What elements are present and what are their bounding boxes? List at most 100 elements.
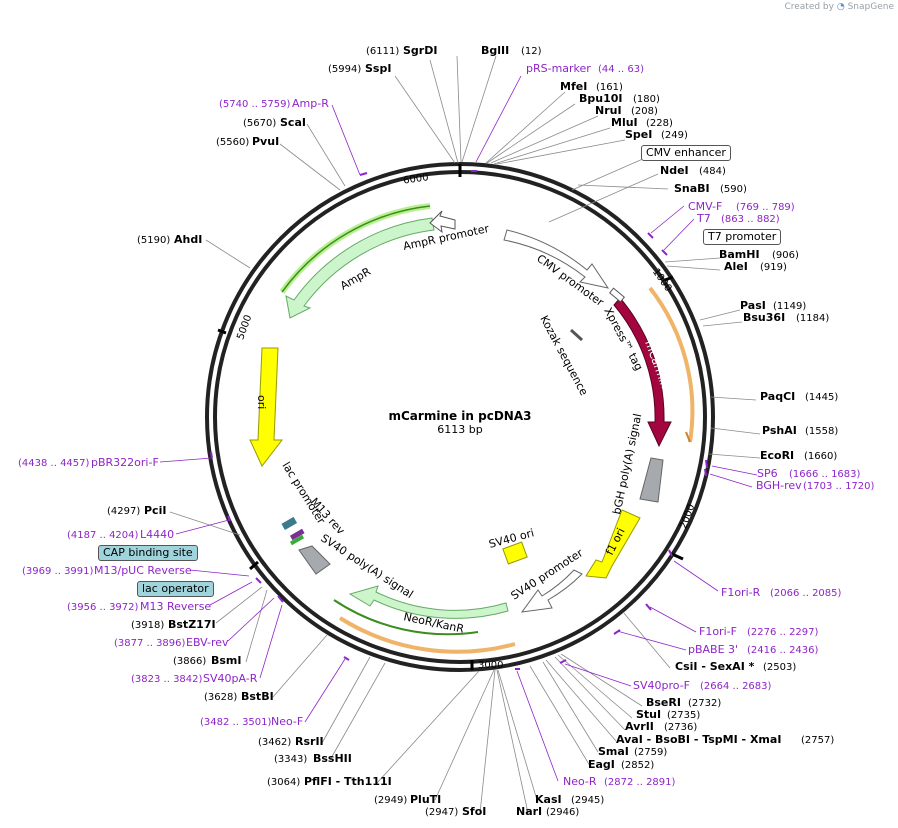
enzyme-kasi: KasI	[535, 793, 562, 806]
credit-prefix: Created by	[784, 2, 834, 12]
primer-ampr-pos: (5740 .. 5759)	[219, 99, 291, 110]
snapgene-logo-icon: ◔	[836, 2, 845, 12]
primer-f1ori-f-pos: (2276 .. 2297)	[747, 627, 819, 638]
enzyme-spei: SpeI	[625, 128, 652, 141]
primer-bgh-rev-pos: (1703 .. 1720)	[803, 481, 875, 492]
enzyme-bamhi: BamHI	[719, 248, 760, 261]
enzyme-bsmi: BsmI	[211, 654, 242, 667]
lac-operator-label: lac operator	[137, 581, 214, 597]
primer-m13-reverse-pos: (3956 .. 3972)	[67, 602, 139, 613]
primer-sv40pro-f-pos: (2664 .. 2683)	[700, 681, 772, 692]
cap-site-block	[289, 534, 305, 546]
enzyme-bsshii-pos: (3343)	[274, 754, 307, 765]
sv40-ori-block	[502, 541, 528, 565]
enzyme-ecori-pos: (1660)	[804, 451, 837, 462]
enzyme-alei: AleI	[724, 260, 748, 273]
enzyme-stui-pos: (2735)	[667, 710, 700, 721]
enzyme-pcii: PciI	[144, 504, 166, 517]
enzyme-rsrii-pos: (3462)	[258, 737, 291, 748]
f1-ori-arrow	[585, 509, 641, 579]
primer-l4440-pos: (4187 .. 4204)	[67, 530, 139, 541]
primer-f1ori-r: F1ori-R	[721, 586, 761, 599]
enzyme-ndei: NdeI	[660, 164, 689, 177]
enzyme-nari: NarI	[516, 805, 542, 818]
enzyme-pluti-pos: (2949)	[374, 795, 407, 806]
enzyme-sgrdi-pos: (6111)	[366, 46, 399, 57]
enzyme-eagi: EagI	[588, 758, 615, 771]
enzyme-bstz17i: BstZ17I	[168, 618, 216, 631]
ampr-green-line	[281, 205, 431, 293]
primer-cmv-f: CMV-F	[688, 200, 722, 213]
label-ampr: AmpR	[338, 265, 373, 293]
bgh-polya-block	[639, 457, 664, 503]
enzyme-bstbi: BstBI	[241, 690, 274, 703]
primer-ampr: Amp-R	[292, 97, 329, 110]
enzyme-ndei-pos: (484)	[699, 166, 726, 177]
primer-pbabe3-pos: (2416 .. 2436)	[747, 645, 819, 656]
tick-6000: 6000	[403, 172, 430, 186]
enzyme-snabi-pos: (590)	[720, 184, 747, 195]
enzyme-bsu36i: Bsu36I	[743, 311, 785, 324]
primer-prs-marker: pRS-marker	[526, 62, 591, 75]
neor-kanr-arrow	[348, 585, 509, 619]
primer-m13-puc-reverse-pos: (3969 .. 3991)	[22, 566, 94, 577]
enzyme-mfei-pos: (161)	[596, 82, 623, 93]
lac-operator-block	[289, 528, 305, 541]
cmv-promoter-arrow	[503, 229, 610, 289]
mcarmine-orf	[648, 286, 695, 443]
label-lacprom: lac promoter	[279, 460, 328, 527]
primer-sv40pa-r-pos: (3823 .. 3842)	[131, 674, 203, 685]
enzyme-bpu10i-pos: (180)	[633, 94, 660, 105]
xpress-tag-block	[609, 287, 625, 303]
primer-sv40pa-r: SV40pA-R	[203, 672, 258, 685]
enzyme-smai-pos: (2759)	[634, 747, 667, 758]
features	[249, 203, 695, 654]
enzyme-pvui: PvuI	[252, 135, 279, 148]
enzyme-mlui: MluI	[611, 116, 638, 129]
enzyme-alei-pos: (919)	[760, 262, 787, 273]
primer-sp6-pos: (1666 .. 1683)	[789, 469, 861, 480]
enzyme-snabi: SnaBI	[674, 182, 710, 195]
ori-arrow	[249, 347, 284, 467]
enzyme-csii-sexai: CsiI - SexAI *	[675, 660, 755, 673]
enzyme-mlui-pos: (228)	[646, 118, 673, 129]
primer-neo-r: Neo-R	[563, 775, 597, 788]
primer-ebv-rev: EBV-rev	[186, 636, 229, 649]
primer-f1ori-f: F1ori-F	[699, 625, 737, 638]
enzyme-sfoi-pos: (2947)	[425, 807, 458, 818]
enzyme-nrui: NruI	[595, 104, 622, 117]
primer-pbr322ori-f-pos: (4438 .. 4457)	[18, 458, 90, 469]
enzyme-bstbi-pos: (3628)	[204, 692, 237, 703]
primer-f1ori-r-pos: (2066 .. 2085)	[770, 588, 842, 599]
enzyme-bsshii: BssHII	[313, 752, 352, 765]
ampr-promoter-arrow	[429, 210, 456, 234]
enzyme-eagi-pos: (2852)	[621, 760, 654, 771]
enzyme-sspi-pos: (5994)	[328, 64, 361, 75]
enzyme-csii-sexai-pos: (2503)	[763, 662, 796, 673]
primer-sp6: SP6	[757, 467, 778, 480]
enzyme-ahdi: AhdI	[174, 233, 202, 246]
enzyme-avrii: AvrII	[625, 720, 654, 733]
enzyme-paqci-pos: (1445)	[805, 392, 838, 403]
enzyme-bseri-pos: (2732)	[688, 698, 721, 709]
enzyme-stui: StuI	[636, 708, 661, 721]
snapgene-credit: Created by ◔ SnapGene	[784, 2, 894, 12]
enzyme-pflfi-tth111i: PflFI - Tth111I	[304, 775, 392, 788]
sv40-polya-block	[298, 545, 331, 575]
primer-prs-marker-pos: (44 .. 63)	[598, 64, 644, 75]
primer-sv40pro-f: SV40pro-F	[633, 679, 690, 692]
enzyme-bglii: BglII	[481, 44, 509, 57]
neor-green-line	[333, 599, 479, 636]
enzyme-pshai: PshAI	[762, 424, 797, 437]
enzyme-ecori: EcoRI	[760, 449, 794, 462]
enzyme-nari-pos: (2946)	[546, 807, 579, 818]
enzyme-bstz17i-pos: (3918)	[131, 620, 164, 631]
enzyme-scai: ScaI	[280, 116, 306, 129]
enzyme-paqci: PaqCI	[760, 390, 795, 403]
primer-bgh-rev: BGH-rev	[756, 479, 802, 492]
primer-cmv-f-pos: (769 .. 789)	[736, 202, 795, 213]
primer-t7-pos: (863 .. 882)	[721, 214, 780, 225]
neor-orf	[338, 616, 516, 654]
label-kozak: Kozak sequence	[537, 313, 590, 398]
enzyme-pcii-pos: (4297)	[107, 506, 140, 517]
